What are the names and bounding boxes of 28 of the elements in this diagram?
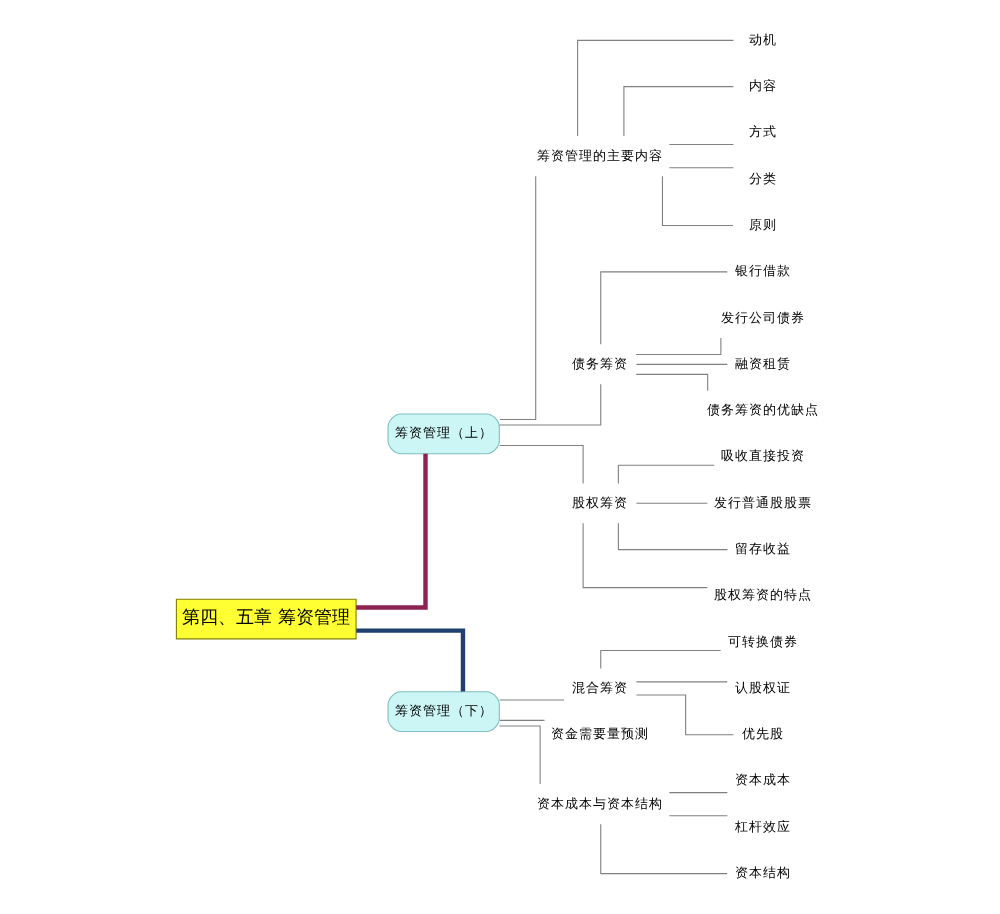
- connector: [622, 86, 733, 137]
- connector: [660, 175, 733, 227]
- connector: [634, 502, 707, 504]
- connector: [355, 628, 465, 692]
- connector: [498, 175, 536, 421]
- connector: [498, 444, 583, 484]
- connector: [498, 699, 564, 701]
- connector: [355, 453, 427, 610]
- connector: [667, 167, 733, 169]
- connector: [581, 522, 707, 589]
- connector: [576, 39, 734, 137]
- connector: [634, 694, 734, 736]
- connector: [497, 725, 540, 785]
- connector: [616, 522, 728, 551]
- connector: [599, 271, 727, 345]
- connector: [634, 681, 727, 683]
- connector: [634, 373, 708, 392]
- connector: [497, 383, 601, 426]
- connector: [599, 649, 721, 670]
- node-box: 第四、五章 筹资管理: [174, 598, 356, 640]
- connector: [667, 792, 727, 794]
- connector: [667, 815, 727, 817]
- connector: [634, 363, 727, 365]
- connector: [498, 719, 545, 721]
- connector: [599, 823, 727, 875]
- connector: [616, 464, 714, 484]
- connector: [667, 144, 733, 146]
- connector: [634, 337, 721, 356]
